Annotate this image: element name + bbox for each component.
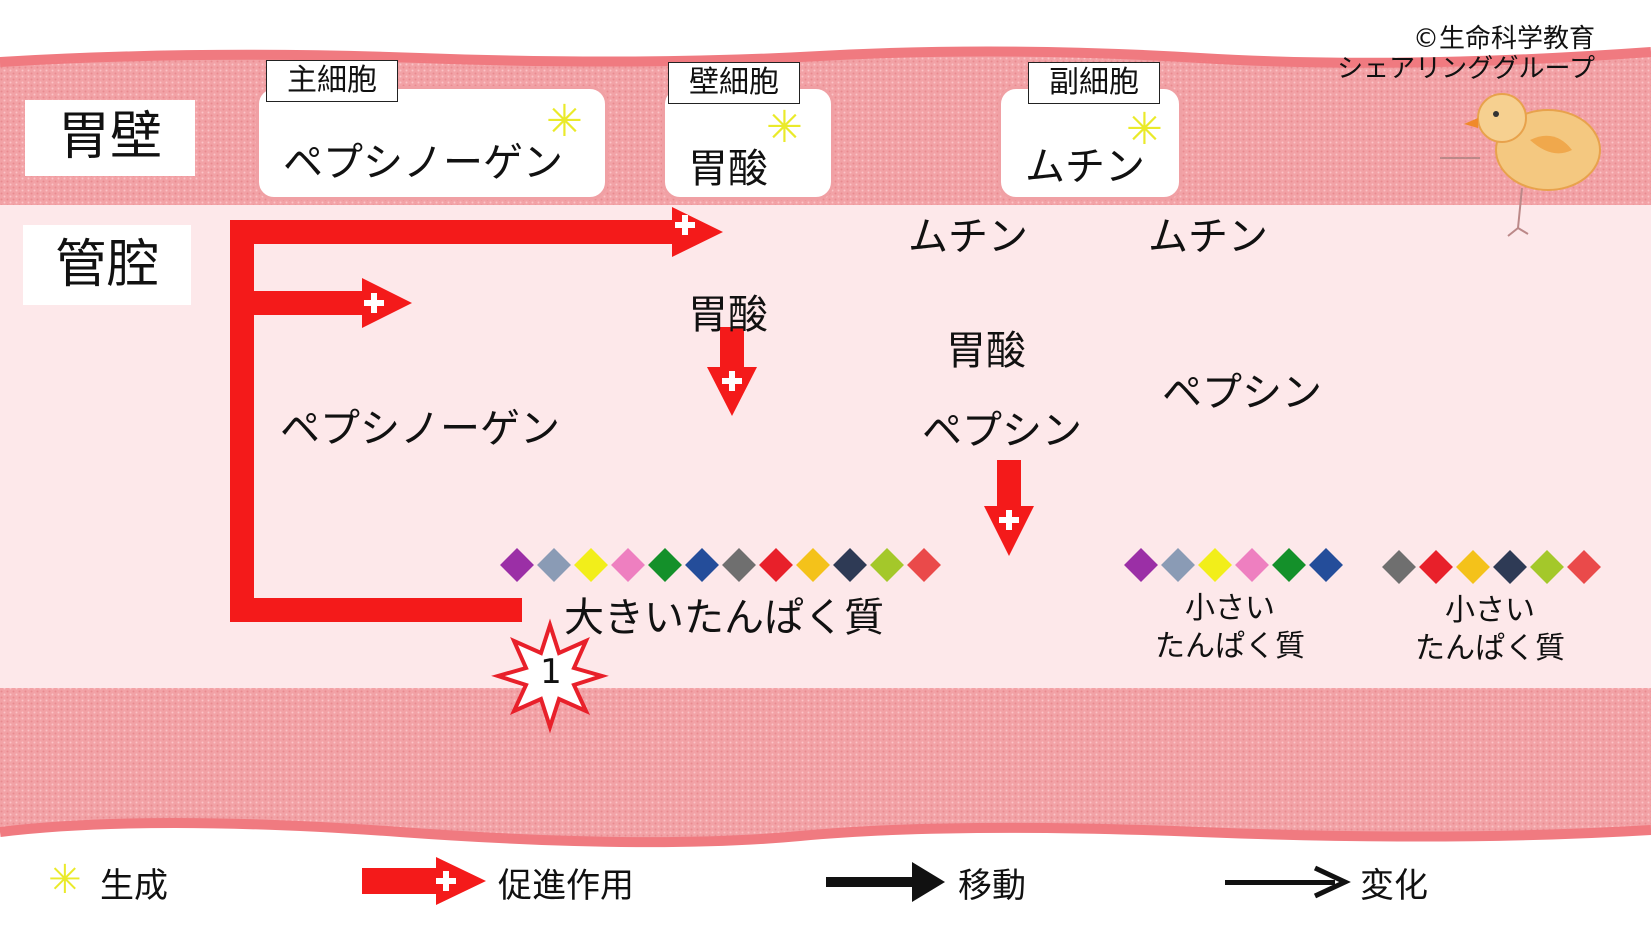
legend-change-arrow-icon [1225,865,1351,899]
main-cell-product: ペプシノーゲン [283,140,563,186]
legend-promotion-text: 促進作用 [498,866,634,906]
amino-acid-diamond [1567,550,1601,584]
amino-acid-diamond [796,548,830,582]
amino-acid-diamond [1272,548,1306,582]
promotion-arrow-pepsin-down [984,460,1034,556]
stomach-wall-label: 胃壁 [25,100,195,176]
generation-asterisk-icon: ✳ [546,96,583,147]
legend-movement-text: 移動 [958,866,1026,906]
amino-acid-diamond [611,548,645,582]
amino-acid-diamond [907,548,941,582]
large-protein-chain [500,548,941,582]
stomach-wall-bottom [0,688,1651,843]
amino-acid-diamond [1419,550,1453,584]
accessory-cell-box [998,86,1182,200]
step-number: 1 [540,652,562,692]
small-protein-text: 小さい たんぱく質 [1155,591,1305,664]
amino-acid-diamond [1309,548,1343,582]
pepsinogen-path [230,220,522,622]
amino-acid-diamond [1382,550,1416,584]
gastric-acid-text: 胃酸 [946,328,1026,374]
small-protein-text: 小さい たんぱく質 [1415,593,1565,666]
amino-acid-diamond [500,548,534,582]
pepsin-text: ペプシン [1162,370,1322,416]
amino-acid-diamond [1235,548,1269,582]
amino-acid-diamond [833,548,867,582]
legend-change-text: 変化 [1360,866,1428,906]
promotion-arrow-to-acid [230,207,723,257]
small-protein-chain [1124,548,1343,582]
amino-acid-diamond [1530,550,1564,584]
amino-acid-diamond [1124,548,1158,582]
generation-asterisk-icon: ✳ [1126,104,1163,155]
amino-acid-diamond [1161,548,1195,582]
main-cell-tag: 主細胞 [266,60,398,102]
legend-generation-text: 生成 [100,866,168,906]
pepsin-text: ペプシン [922,408,1082,454]
amino-acid-diamond [537,548,571,582]
parietal-cell-product: 胃酸 [688,146,768,192]
amino-acid-diamond [870,548,904,582]
amino-acid-diamond [1198,548,1232,582]
amino-acid-diamond [722,548,756,582]
large-protein-text: 大きいたんぱく質 [564,595,884,641]
step-starburst-icon [491,618,609,734]
lumen-label: 管腔 [23,225,191,305]
parietal-cell-box [662,86,834,200]
accessory-cell-tag: 副細胞 [1028,62,1160,104]
mucin-text: ムチン [908,214,1028,260]
legend-generation-asterisk-icon: ✳ [48,857,82,903]
small-protein-chain [1382,550,1601,584]
mucin-text: ムチン [1148,214,1268,260]
generation-asterisk-icon: ✳ [766,102,803,153]
amino-acid-diamond [685,548,719,582]
credit-text: ©生命科学教育 シェアリンググループ [1337,24,1595,84]
amino-acid-diamond [574,548,608,582]
amino-acid-diamond [759,548,793,582]
chick-mascot-icon [1440,93,1601,237]
amino-acid-diamond [1456,550,1490,584]
gastric-acid-text: 胃酸 [688,292,768,338]
promotion-arrow-to-pepsinogen [242,278,412,328]
accessory-cell-product: ムチン [1025,144,1145,190]
promotion-arrow-acid-down [707,327,757,416]
main-cell-box [256,86,608,200]
parietal-cell-tag: 壁細胞 [668,62,800,104]
legend-movement-arrow-icon [826,862,945,902]
legend-promotion-arrow-icon [362,857,486,905]
pepsinogen-text: ペプシノーゲン [280,406,560,452]
amino-acid-diamond [648,548,682,582]
amino-acid-diamond [1493,550,1527,584]
